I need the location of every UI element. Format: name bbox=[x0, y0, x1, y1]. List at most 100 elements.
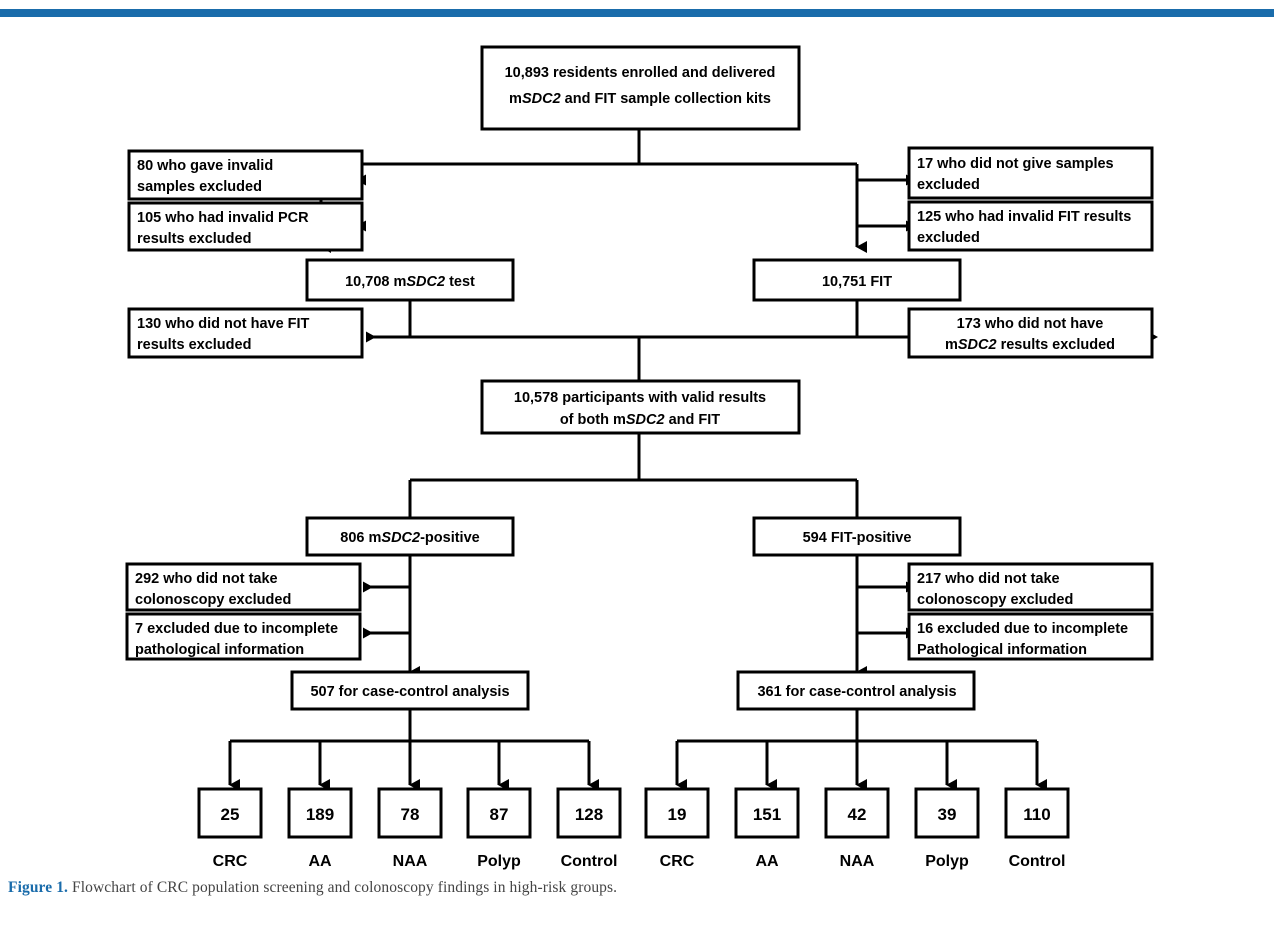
box-case-control-right[interactable] bbox=[736, 670, 976, 711]
box-fit-positive[interactable] bbox=[752, 516, 962, 557]
text-enrolled-line1: 10,893 residents enrolled and delivered bbox=[505, 65, 776, 81]
box-fit-test[interactable] bbox=[752, 258, 962, 302]
outcome-boxes-layer: 25CRC189AA78NAA87Polyp128Control19CRC151… bbox=[197, 787, 1070, 870]
outcome-label: NAA bbox=[393, 853, 428, 870]
outcome-value: 25 bbox=[221, 805, 240, 824]
text-excl-incomplete-right-l1: 16 excluded due to incomplete bbox=[917, 621, 1128, 637]
outcome-box[interactable] bbox=[644, 787, 710, 839]
text-excl-incomplete-left-l1: 7 excluded due to incomplete bbox=[135, 621, 338, 637]
figure-flowchart: 10,893 residents enrolled and delivered … bbox=[0, 17, 1274, 872]
t-nomsdc2-i: SDC2 bbox=[958, 337, 997, 353]
text-excl-no-colo-left-l2: colonoscopy excluded bbox=[135, 592, 291, 608]
text-case-control-left: 507 for case-control analysis bbox=[310, 684, 509, 700]
t-enrolled-a: m bbox=[509, 91, 522, 107]
figure-caption: Figure 1. Flowchart of CRC population sc… bbox=[8, 879, 1266, 897]
box-text-layer: 10,893 residents enrolled and delivered … bbox=[135, 65, 1131, 700]
outcome-box[interactable] bbox=[914, 787, 980, 839]
outcome-label: AA bbox=[308, 853, 332, 870]
box-excl-incomplete-right[interactable] bbox=[907, 612, 1154, 661]
text-excl-no-samples-l2: excluded bbox=[917, 177, 980, 193]
text-excl-no-msdc2-l1: 173 who did not have bbox=[957, 316, 1104, 332]
t-enrolled-i: SDC2 bbox=[522, 91, 561, 107]
text-excl-incomplete-left-l2: pathological information bbox=[135, 642, 304, 658]
box-excl-invalid-fit[interactable] bbox=[907, 200, 1154, 252]
outcome-box[interactable] bbox=[466, 787, 532, 839]
outcome-box[interactable] bbox=[377, 787, 443, 839]
outcome-label: AA bbox=[755, 853, 779, 870]
outcome-label: CRC bbox=[213, 853, 248, 870]
outcome-label: Polyp bbox=[925, 853, 969, 870]
outcome-value: 87 bbox=[490, 805, 509, 824]
text-excl-invalid-pcr-l2: results excluded bbox=[137, 231, 251, 247]
text-excl-no-fit-l1: 130 who did not have FIT bbox=[137, 316, 310, 332]
text-enrolled-line2: mSDC2 and FIT sample collection kits bbox=[509, 91, 771, 107]
t-valid-i: SDC2 bbox=[626, 412, 665, 428]
outcome-value: 151 bbox=[753, 805, 781, 824]
text-fit-test: 10,751 FIT bbox=[822, 274, 892, 290]
text-excl-no-msdc2-l2: mSDC2 results excluded bbox=[945, 337, 1115, 353]
outcome-value: 42 bbox=[848, 805, 867, 824]
text-excl-no-colo-right-l1: 217 who did not take bbox=[917, 571, 1060, 587]
text-excl-no-samples-l1: 17 who did not give samples bbox=[917, 156, 1114, 172]
outcome-box[interactable] bbox=[287, 787, 353, 839]
t-valid-b: and FIT bbox=[665, 412, 721, 428]
box-enrolled[interactable] bbox=[480, 45, 801, 131]
box-valid-both[interactable] bbox=[480, 379, 801, 435]
box-excl-incomplete-left[interactable] bbox=[125, 612, 362, 661]
outcome-label: CRC bbox=[660, 853, 695, 870]
box-case-control-left[interactable] bbox=[290, 670, 530, 711]
box-excl-no-colo-right[interactable] bbox=[907, 562, 1154, 612]
box-excl-no-msdc2-results[interactable] bbox=[907, 307, 1154, 359]
outcome-box[interactable] bbox=[1004, 787, 1070, 839]
outcome-value: 19 bbox=[668, 805, 687, 824]
outcome-label: Control bbox=[1009, 853, 1066, 870]
text-excl-invalid-fit-l2: excluded bbox=[917, 230, 980, 246]
t-pos-ital: SDC2 bbox=[381, 530, 420, 546]
outcome-value: 39 bbox=[938, 805, 957, 824]
text-valid-both-l2: of both mSDC2 and FIT bbox=[560, 412, 720, 428]
box-layer bbox=[125, 45, 1154, 711]
text-fit-positive: 594 FIT-positive bbox=[803, 530, 912, 546]
outcome-box[interactable] bbox=[556, 787, 622, 839]
outcome-value: 78 bbox=[401, 805, 420, 824]
text-case-control-right: 361 for case-control analysis bbox=[757, 684, 956, 700]
text-msdc2-test: 10,708 mSDC2 test bbox=[345, 274, 475, 290]
box-excl-invalid-samples[interactable] bbox=[127, 149, 364, 201]
outcome-box[interactable] bbox=[824, 787, 890, 839]
outcome-box[interactable] bbox=[734, 787, 800, 839]
outcome-box[interactable] bbox=[197, 787, 263, 839]
t-nomsdc2-b: results excluded bbox=[997, 337, 1115, 353]
box-msdc2-test[interactable] bbox=[305, 258, 515, 302]
figure-caption-text: Flowchart of CRC population screening an… bbox=[68, 879, 618, 896]
t-nomsdc2-a: m bbox=[945, 337, 958, 353]
outcome-label: NAA bbox=[840, 853, 875, 870]
box-excl-no-samples[interactable] bbox=[907, 146, 1154, 200]
t-msdc2-post: test bbox=[445, 274, 475, 290]
outcome-value: 110 bbox=[1023, 805, 1050, 824]
box-excl-invalid-pcr[interactable] bbox=[127, 201, 364, 252]
text-msdc2-positive: 806 mSDC2-positive bbox=[340, 530, 479, 546]
box-excl-no-colo-left[interactable] bbox=[125, 562, 362, 612]
figure-label: Figure 1. bbox=[8, 879, 69, 896]
t-msdc2-pre: 10,708 m bbox=[345, 274, 406, 290]
box-msdc2-positive[interactable] bbox=[305, 516, 515, 557]
t-msdc2-ital: SDC2 bbox=[406, 274, 445, 290]
outcome-label: Control bbox=[561, 853, 618, 870]
t-pos-pre: 806 m bbox=[340, 530, 381, 546]
t-enrolled-b: and FIT sample collection kits bbox=[561, 91, 771, 107]
box-excl-no-fit-results[interactable] bbox=[127, 307, 364, 359]
text-excl-invalid-samples-l2: samples excluded bbox=[137, 179, 262, 195]
flowchart-svg: 10,893 residents enrolled and delivered … bbox=[125, 45, 1158, 870]
t-valid-a: of both m bbox=[560, 412, 626, 428]
text-excl-invalid-samples-l1: 80 who gave invalid bbox=[137, 158, 273, 174]
